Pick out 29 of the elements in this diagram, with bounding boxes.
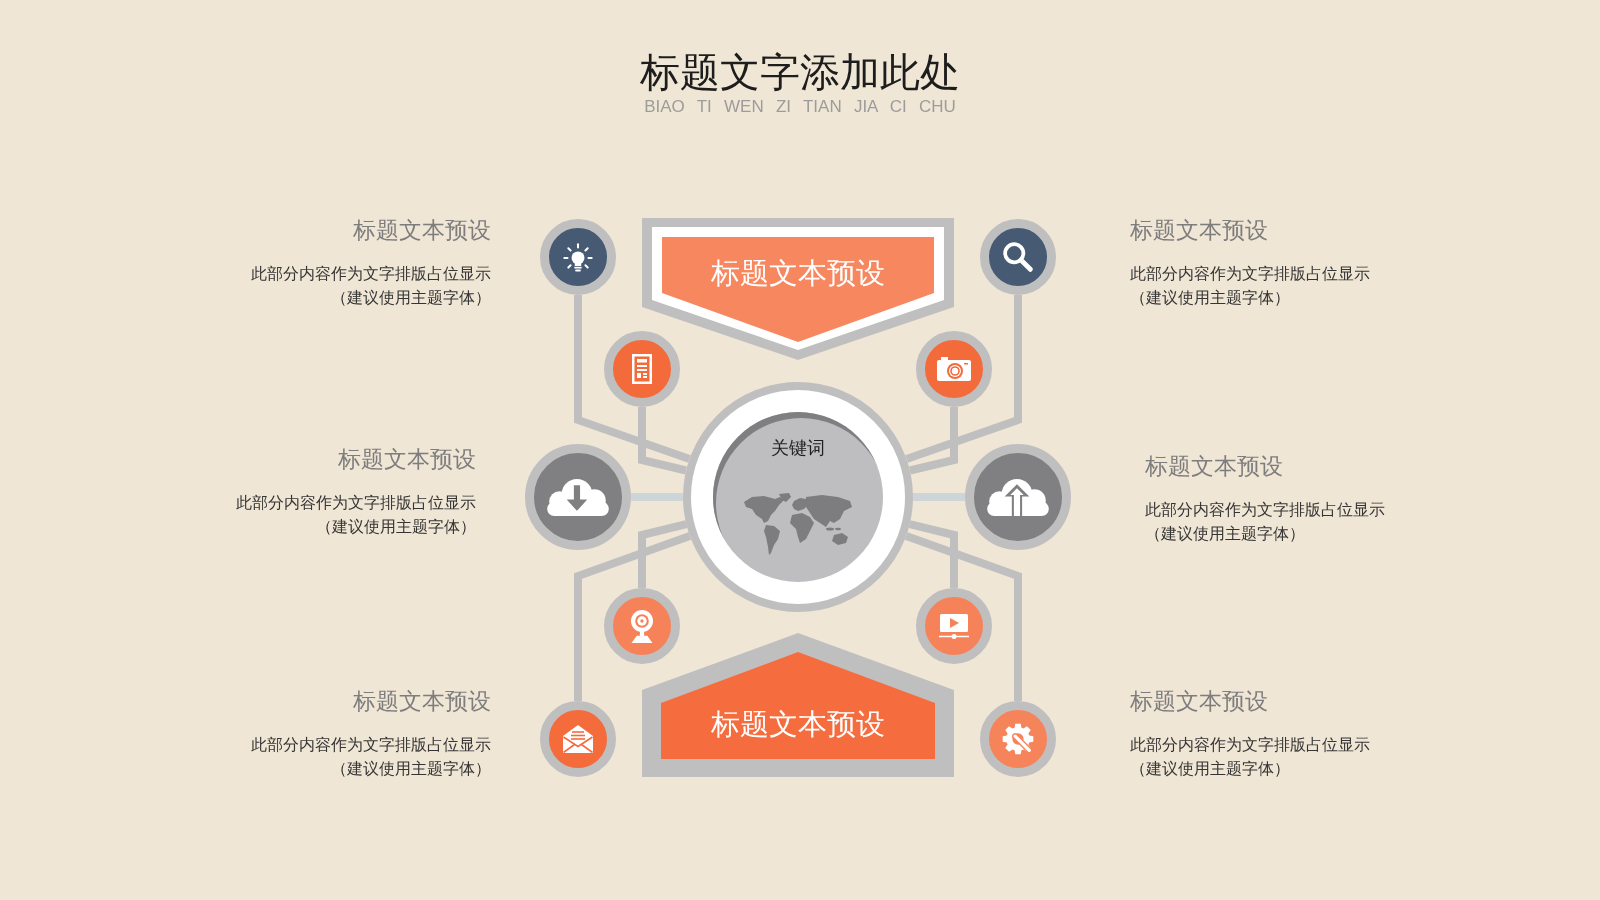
banner-title: 标题文本预设 <box>711 255 885 291</box>
title: 标题文字添加此处 <box>640 48 960 96</box>
pentagon-banner <box>642 633 954 777</box>
side-heading: 标题文本预设 <box>1130 216 1268 245</box>
connector-line <box>908 407 958 475</box>
side-heading: 标题文本预设 <box>338 445 476 474</box>
side-heading: 标题文本预设 <box>1145 452 1283 481</box>
side-heading: 标题文本预设 <box>353 687 491 716</box>
side-description: 此部分内容作为文字排版占位显示（建议使用主题字体） <box>1130 263 1371 309</box>
side-description: 此部分内容作为文字排版占位显示（建议使用主题字体） <box>250 734 491 780</box>
banner-title: 标题文本预设 <box>711 706 885 742</box>
connector-line <box>574 532 692 701</box>
side-heading: 标题文本预设 <box>353 216 491 245</box>
keyword-label: 关键词 <box>771 437 825 459</box>
connector-line <box>574 295 691 463</box>
pentagon-banner <box>642 218 954 360</box>
subtitle: BIAO TI WEN ZI TIAN JIA CI CHU <box>644 97 956 117</box>
connector-line <box>908 520 958 588</box>
connector-line <box>905 295 1022 463</box>
side-description: 此部分内容作为文字排版占位显示（建议使用主题字体） <box>235 492 476 538</box>
side-description: 此部分内容作为文字排版占位显示（建议使用主题字体） <box>1130 734 1371 780</box>
connector-line <box>638 520 688 588</box>
side-description: 此部分内容作为文字排版占位显示（建议使用主题字体） <box>1145 499 1386 545</box>
connector-line <box>638 407 688 475</box>
side-heading: 标题文本预设 <box>1130 687 1268 716</box>
connector-line <box>913 493 965 501</box>
connector-line <box>631 493 683 501</box>
side-description: 此部分内容作为文字排版占位显示（建议使用主题字体） <box>250 263 491 309</box>
connector-line <box>904 532 1022 701</box>
